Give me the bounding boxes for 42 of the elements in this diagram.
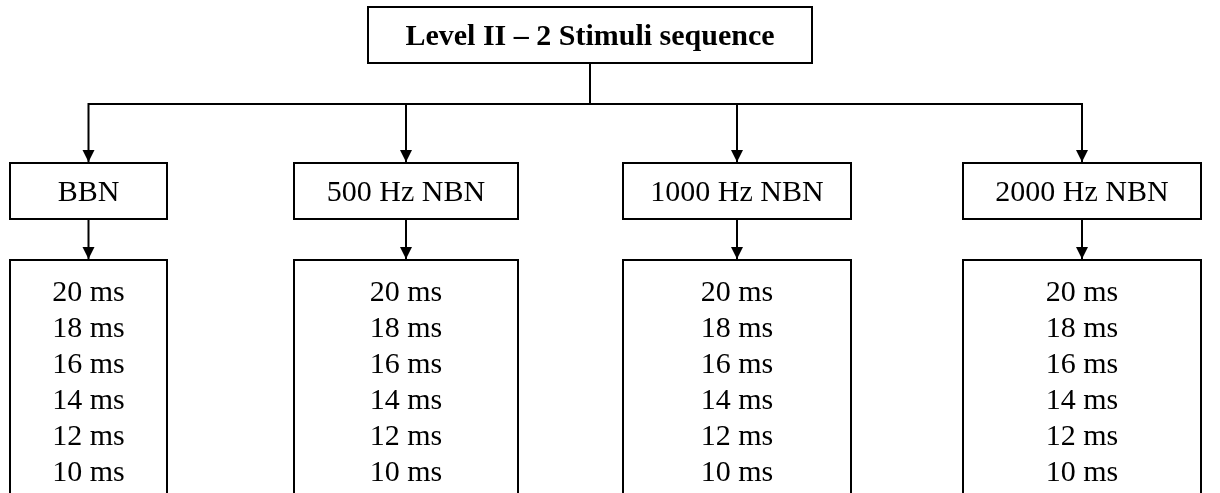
stimulus-box bbox=[9, 162, 168, 220]
duration-value: 10 ms bbox=[369, 453, 443, 489]
stimulus-box bbox=[962, 162, 1202, 220]
duration-value: 12 ms bbox=[369, 417, 443, 453]
stimulus-box bbox=[622, 162, 852, 220]
duration-value: 16 ms bbox=[1045, 345, 1119, 381]
duration-list-box bbox=[622, 259, 852, 493]
arrow bbox=[82, 219, 95, 260]
duration-value: 12 ms bbox=[1045, 417, 1119, 453]
duration-value: 14 ms bbox=[1045, 381, 1119, 417]
arrow bbox=[400, 219, 412, 260]
duration-value: 18 ms bbox=[700, 309, 774, 345]
arrow bbox=[1076, 219, 1088, 260]
duration-value: 10 ms bbox=[1045, 453, 1119, 489]
duration-value: 18 ms bbox=[369, 309, 443, 345]
duration-value: 18 ms bbox=[1045, 309, 1119, 345]
duration-value: 16 ms bbox=[700, 345, 774, 381]
duration-value: 16 ms bbox=[369, 345, 443, 381]
duration-value: 14 ms bbox=[52, 381, 125, 417]
arrow bbox=[731, 219, 743, 260]
heading-label: Level II – 2 Stimuli sequence bbox=[405, 17, 775, 53]
duration-list-box bbox=[962, 259, 1202, 493]
duration-list-box bbox=[9, 259, 168, 493]
duration-value: 18 ms bbox=[52, 309, 125, 345]
title-box bbox=[367, 6, 813, 64]
stimulus-label: 2000 Hz NBN bbox=[995, 173, 1169, 209]
stimulus-box bbox=[293, 162, 519, 220]
duration-value: 14 ms bbox=[369, 381, 443, 417]
duration-value: 20 ms bbox=[1045, 273, 1119, 309]
stimulus-label: 1000 Hz NBN bbox=[650, 173, 824, 209]
duration-value: 20 ms bbox=[369, 273, 443, 309]
duration-value: 12 ms bbox=[700, 417, 774, 453]
duration-value: 14 ms bbox=[700, 381, 774, 417]
duration-value: 20 ms bbox=[700, 273, 774, 309]
duration-value: 10 ms bbox=[700, 453, 774, 489]
duration-list-box bbox=[293, 259, 519, 493]
duration-value: 10 ms bbox=[52, 453, 125, 489]
duration-value: 20 ms bbox=[52, 273, 125, 309]
stimulus-label: 500 Hz NBN bbox=[326, 173, 486, 209]
duration-value: 16 ms bbox=[52, 345, 125, 381]
stimulus-label: BBN bbox=[57, 173, 120, 209]
duration-value: 12 ms bbox=[52, 417, 125, 453]
